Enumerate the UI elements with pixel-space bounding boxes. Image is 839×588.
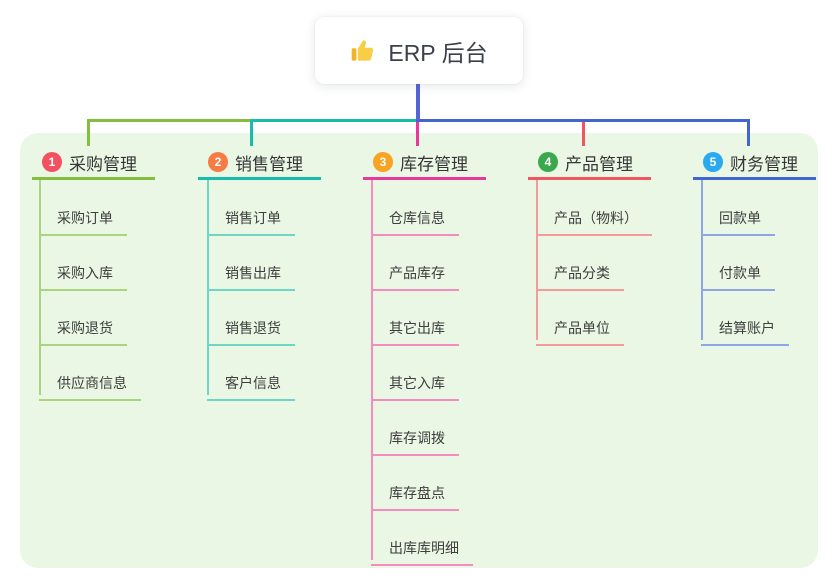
branch-label: 财务管理: [730, 154, 798, 174]
spine-inventory: [371, 179, 373, 560]
node-finance-mgmt[interactable]: 5 财务管理: [693, 147, 816, 180]
node-warehouse-info[interactable]: 仓库信息: [371, 202, 459, 236]
node-sales-outbound[interactable]: 销售出库: [207, 257, 295, 291]
root-node[interactable]: ERP 后台: [315, 17, 523, 84]
branches-panel: [20, 133, 818, 568]
node-stock-transfer[interactable]: 库存调拨: [371, 422, 459, 456]
node-payment-doc[interactable]: 付款单: [701, 257, 775, 291]
node-outbound-detail[interactable]: 出库库明细: [371, 532, 473, 566]
connector-purchase: [87, 119, 90, 146]
badge-5: 5: [703, 152, 723, 172]
node-stock-check[interactable]: 库存盘点: [371, 477, 459, 511]
node-purchase-return[interactable]: 采购退货: [39, 312, 127, 346]
node-purchase-inbound[interactable]: 采购入库: [39, 257, 127, 291]
node-supplier-info[interactable]: 供应商信息: [39, 367, 141, 401]
node-other-outbound[interactable]: 其它出库: [371, 312, 459, 346]
node-other-inbound[interactable]: 其它入库: [371, 367, 459, 401]
spine-sales: [207, 179, 209, 395]
branch-label: 采购管理: [69, 154, 137, 174]
node-purchase-order[interactable]: 采购订单: [39, 202, 127, 236]
node-product-material[interactable]: 产品（物料）: [536, 202, 652, 236]
node-customer-info[interactable]: 客户信息: [207, 367, 295, 401]
badge-2: 2: [208, 152, 228, 172]
bus-line-finance: [416, 119, 750, 122]
branch-label: 产品管理: [565, 154, 633, 174]
bus-line-purchase: [87, 119, 252, 122]
badge-1: 1: [42, 152, 62, 172]
node-product-stock[interactable]: 产品库存: [371, 257, 459, 291]
node-product-mgmt[interactable]: 4 产品管理: [528, 147, 651, 180]
node-sales-mgmt[interactable]: 2 销售管理: [198, 147, 321, 180]
badge-4: 4: [538, 152, 558, 172]
node-receipt-doc[interactable]: 回款单: [701, 202, 775, 236]
branch-label: 销售管理: [235, 154, 303, 174]
node-sales-return[interactable]: 销售退货: [207, 312, 295, 346]
node-product-unit[interactable]: 产品单位: [536, 312, 624, 346]
node-product-category[interactable]: 产品分类: [536, 257, 624, 291]
spine-purchase: [39, 179, 41, 395]
thumbs-up-icon: [350, 37, 377, 64]
node-settlement-account[interactable]: 结算账户: [701, 312, 789, 346]
bus-line-sales: [250, 119, 417, 122]
connector-product: [582, 122, 585, 146]
branch-label: 库存管理: [400, 154, 468, 174]
connector-sales: [250, 119, 253, 146]
root-trunk-line: [416, 84, 420, 120]
spine-product: [536, 179, 538, 340]
node-sales-order[interactable]: 销售订单: [207, 202, 295, 236]
spine-finance: [701, 179, 703, 340]
connector-inventory: [416, 122, 419, 146]
root-label: ERP 后台: [388, 39, 488, 66]
node-purchase-mgmt[interactable]: 1 采购管理: [32, 147, 155, 180]
connector-finance: [747, 119, 750, 146]
node-inventory-mgmt[interactable]: 3 库存管理: [363, 147, 486, 180]
badge-3: 3: [373, 152, 393, 172]
